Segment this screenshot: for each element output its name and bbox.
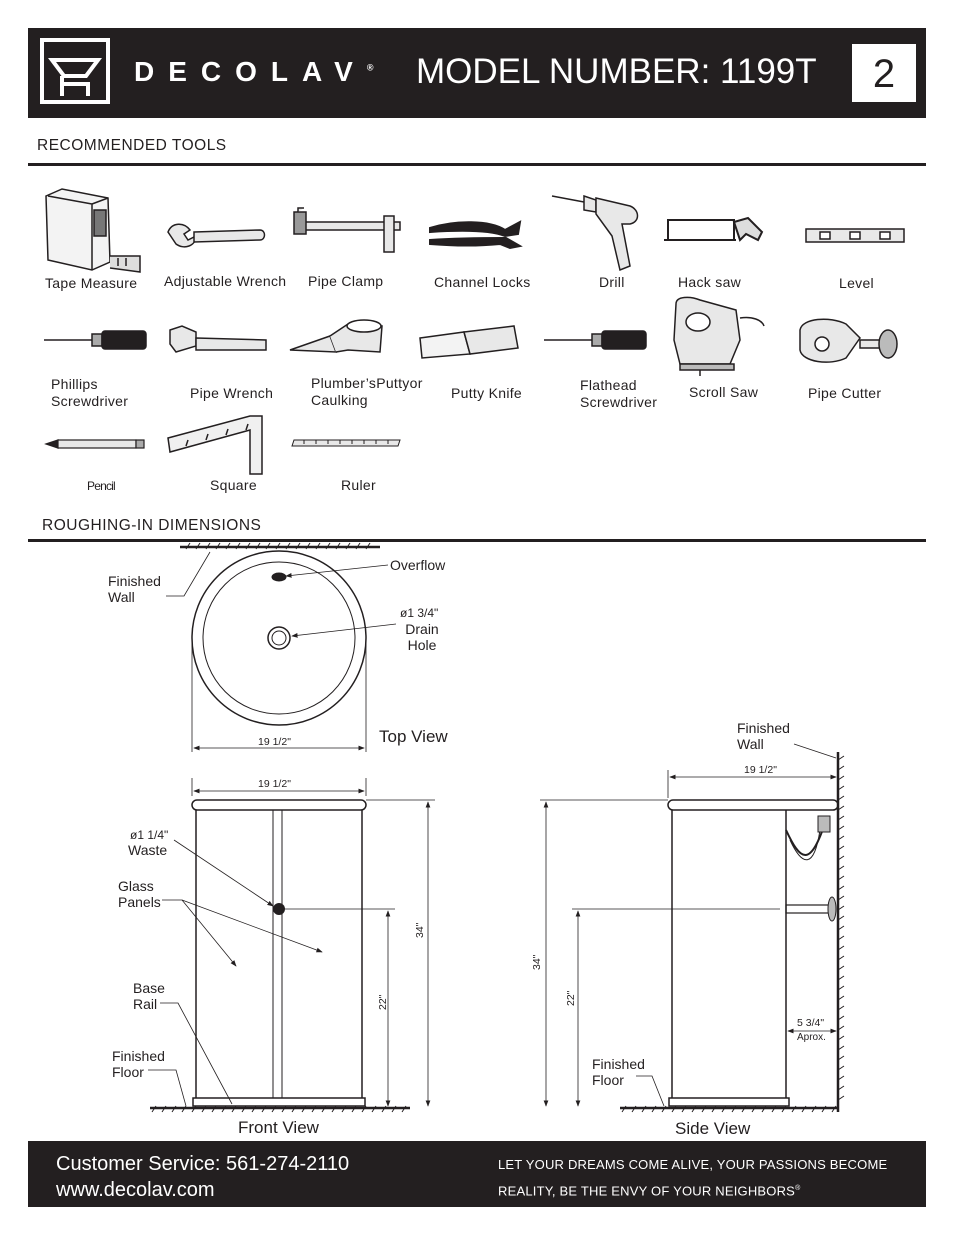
front-view-width-label: 19 1/2"	[258, 778, 291, 790]
side-view-title: Side View	[675, 1119, 751, 1138]
pipe-cutter-icon	[799, 318, 898, 363]
tape-measure-icon	[45, 188, 141, 273]
waste-label: Waste	[128, 842, 168, 858]
overflow-label: Overflow	[390, 557, 446, 573]
side-view-finished-floor-label: Finished Floor	[592, 1056, 645, 1088]
tool-label-flathead-screwdriver: Flathead Screwdriver	[580, 377, 658, 410]
tool-label-pipe-wrench: Pipe Wrench	[190, 385, 274, 401]
tool-label-pencil: Pencil	[87, 479, 116, 493]
top-view-drawing	[166, 542, 397, 752]
model-number-title: MODEL NUMBER: 1199T	[416, 52, 817, 91]
tool-label-caulking: Plumber’sPuttyor Caulking	[311, 375, 423, 408]
side-view-width-label: 19 1/2"	[744, 764, 777, 776]
slogan-block: LET YOUR DREAMS COME ALIVE, YOUR PASSION…	[498, 1153, 887, 1203]
roughing-section-title: ROUGHING-IN DIMENSIONS	[42, 517, 262, 534]
decolav-logo-icon	[40, 38, 110, 104]
header-bar: DECOLAV® MODEL NUMBER: 1199T 2	[28, 28, 926, 118]
front-view-title: Front View	[238, 1118, 319, 1137]
tool-label-drill: Drill	[599, 274, 625, 290]
top-view-finished-wall-label: Finished Wall	[108, 573, 161, 605]
brand-name: DECOLAV®	[134, 56, 374, 87]
adjustable-wrench-icon	[167, 223, 266, 248]
pencil-icon	[44, 439, 145, 449]
slogan-line-1: LET YOUR DREAMS COME ALIVE, YOUR PASSION…	[498, 1157, 888, 1172]
pipe-clamp-icon	[293, 207, 401, 253]
tool-label-tape-measure: Tape Measure	[45, 275, 138, 291]
tool-label-level: Level	[839, 275, 874, 291]
page-number: 2	[852, 44, 916, 102]
tool-label-ruler: Ruler	[341, 477, 376, 493]
front-view-height-waste-label: 22"	[377, 994, 389, 1010]
scroll-saw-icon	[673, 296, 765, 376]
tool-label-scroll-saw: Scroll Saw	[689, 384, 759, 400]
tools-section-title: RECOMMENDED TOOLS	[37, 137, 227, 154]
tool-label-phillips-screwdriver: Phillips Screwdriver	[51, 376, 129, 409]
footer-bar: Customer Service: 561-274-2110 www.decol…	[28, 1141, 926, 1207]
hack-saw-icon	[664, 216, 764, 242]
ruler-icon	[291, 439, 401, 447]
pipe-wrench-icon	[169, 325, 267, 353]
tool-label-adjustable-wrench: Adjustable Wrench	[164, 273, 287, 289]
wall-offset-label: 5 3/4"	[797, 1017, 825, 1029]
slogan-line-2: REALITY, BE THE ENVY OF YOUR NEIGHBORS®	[498, 1183, 801, 1199]
side-view-height-waste-label: 22"	[565, 990, 577, 1006]
waste-size-label: ø1 1/4"	[130, 828, 169, 842]
side-view-drawing	[540, 743, 845, 1113]
tool-label-channel-locks: Channel Locks	[434, 274, 531, 290]
drain-hole-label: Drain Hole	[405, 621, 439, 653]
side-view-height-total-label: 34"	[531, 954, 543, 970]
roughing-divider	[28, 539, 926, 542]
drill-icon	[551, 194, 639, 272]
tool-label-pipe-cutter: Pipe Cutter	[808, 385, 882, 401]
wall-offset-note: Aprox.	[797, 1032, 826, 1043]
channel-locks-icon	[429, 220, 523, 250]
tool-label-putty-knife: Putty Knife	[451, 385, 523, 401]
square-icon	[167, 415, 263, 475]
front-view-height-total-label: 34"	[414, 922, 426, 938]
caulking-icon	[289, 319, 383, 353]
tools-divider	[28, 163, 926, 166]
phillips-screwdriver-icon	[44, 330, 147, 350]
drain-size-label: ø1 3/4"	[400, 606, 439, 620]
base-rail-label: Base Rail	[133, 980, 165, 1012]
top-view-title: Top View	[379, 727, 448, 746]
tool-label-pipe-clamp: Pipe Clamp	[308, 273, 384, 289]
customer-service-block: Customer Service: 561-274-2110 www.decol…	[56, 1151, 349, 1203]
front-view-drawing	[148, 778, 435, 1113]
customer-service-phone: Customer Service: 561-274-2110	[56, 1153, 350, 1175]
top-view-width-label: 19 1/2"	[258, 736, 291, 748]
level-icon	[805, 228, 905, 243]
side-view-finished-wall-label: Finished Wall	[737, 720, 790, 752]
flathead-screwdriver-icon	[544, 330, 647, 350]
website-link[interactable]: www.decolav.com	[56, 1179, 215, 1201]
tool-label-hack-saw: Hack saw	[678, 274, 742, 290]
tool-label-square: Square	[210, 477, 257, 493]
glass-panels-label: Glass Panels	[118, 878, 161, 910]
front-view-finished-floor-label: Finished Floor	[112, 1048, 165, 1080]
putty-knife-icon	[419, 325, 519, 359]
